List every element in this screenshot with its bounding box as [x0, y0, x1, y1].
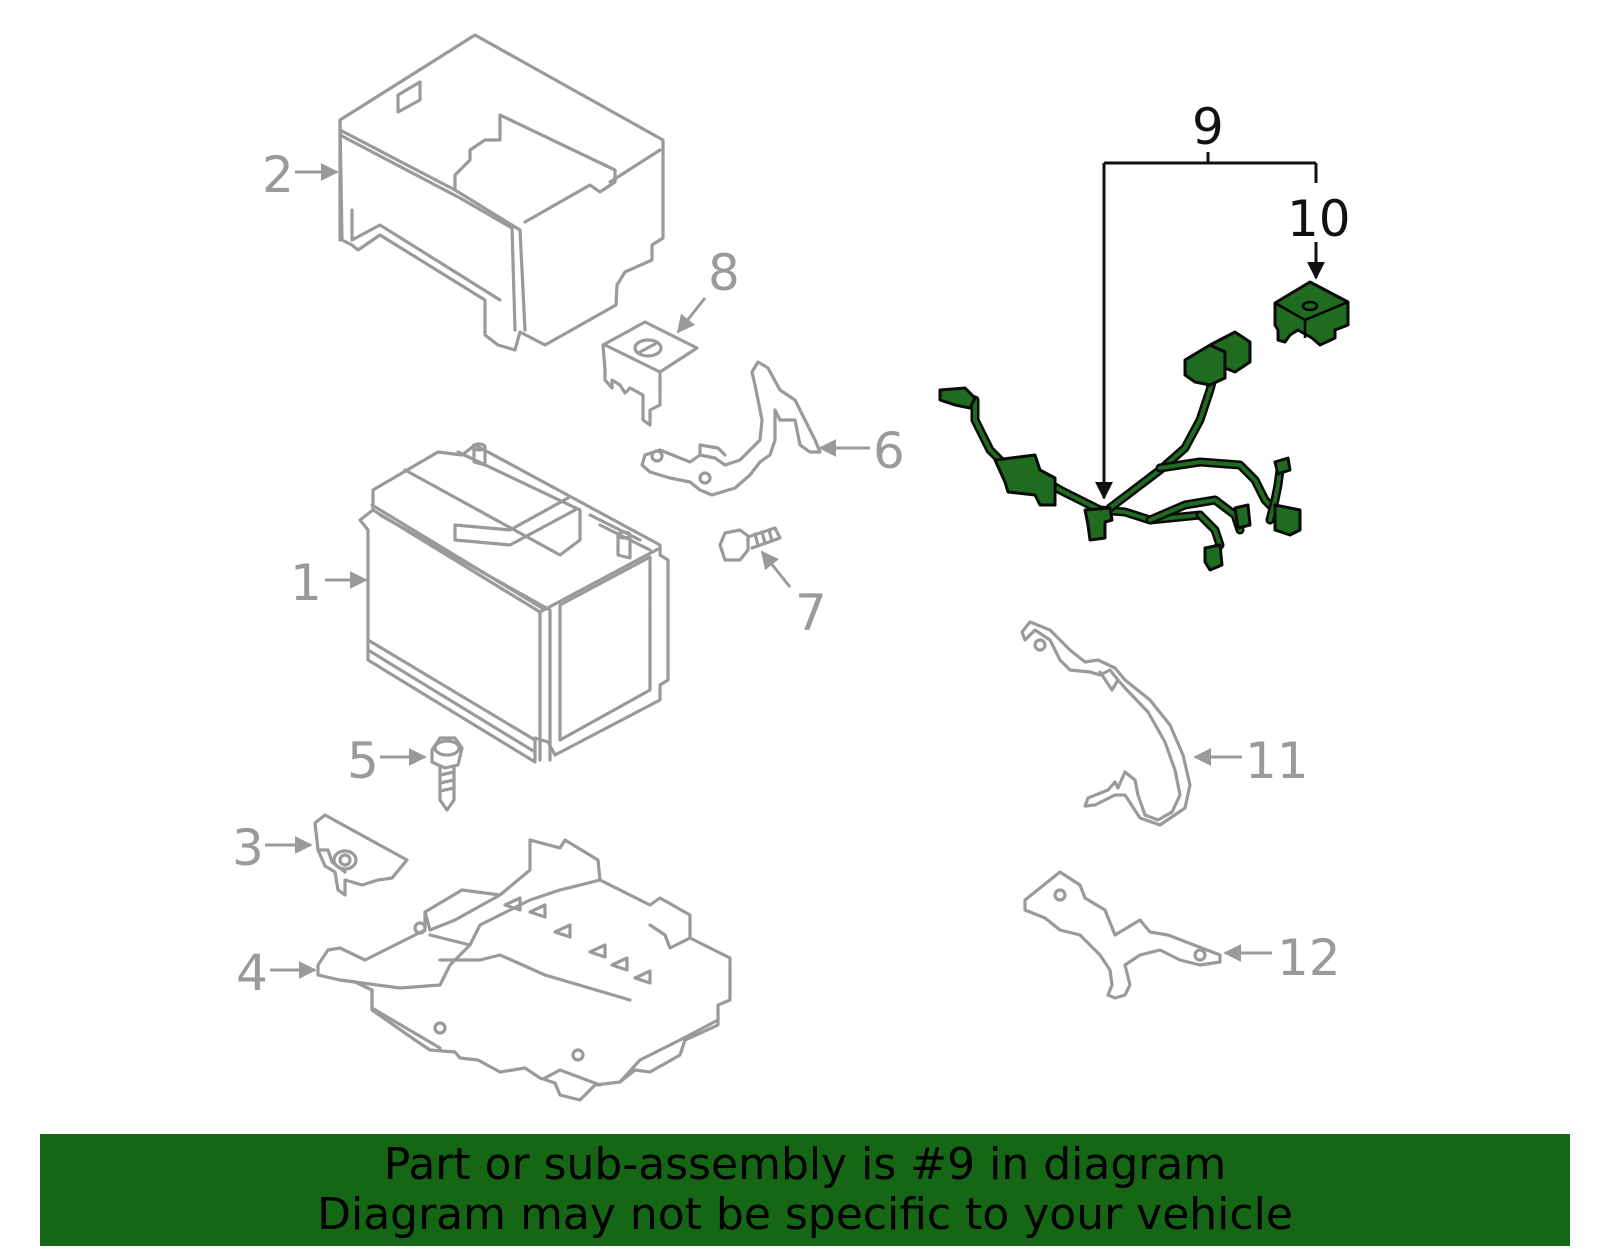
callout-11: 11	[1245, 732, 1309, 790]
part-2-battery-cover	[338, 33, 665, 352]
callout-8: 8	[708, 244, 740, 302]
part-3-bracket	[313, 813, 409, 897]
info-banner: Part or sub-assembly is #9 in diagram Di…	[40, 1134, 1570, 1246]
callout-2: 2	[262, 146, 294, 204]
callout-1: 1	[290, 554, 322, 612]
callout-10: 10	[1287, 190, 1351, 248]
callout-7: 7	[795, 584, 827, 642]
banner-line-disclaimer: Diagram may not be specific to your vehi…	[317, 1189, 1293, 1240]
part-5-screw	[430, 736, 464, 812]
part-12-bracket	[1023, 870, 1222, 1000]
callout-3: 3	[232, 819, 264, 877]
callout-12: 12	[1277, 929, 1341, 987]
part-7-bolt	[718, 526, 782, 562]
part-6-terminal-cable	[640, 360, 822, 497]
leader-lines-highlight	[1095, 152, 1325, 500]
part-11-ground-cable	[1020, 620, 1192, 827]
callout-9: 9	[1192, 98, 1224, 156]
part-4-battery-tray	[316, 838, 732, 1102]
part-1-battery	[358, 442, 670, 764]
part-9-wiring-harness	[938, 330, 1302, 572]
callout-6: 6	[873, 422, 905, 480]
part-10-terminal-cap	[1273, 280, 1350, 347]
callout-5: 5	[347, 732, 379, 790]
banner-line-part: Part or sub-assembly is #9 in diagram	[383, 1139, 1227, 1190]
callout-4: 4	[236, 944, 268, 1002]
part-8-terminal-cover	[601, 320, 699, 427]
leader-lines	[265, 163, 1272, 979]
